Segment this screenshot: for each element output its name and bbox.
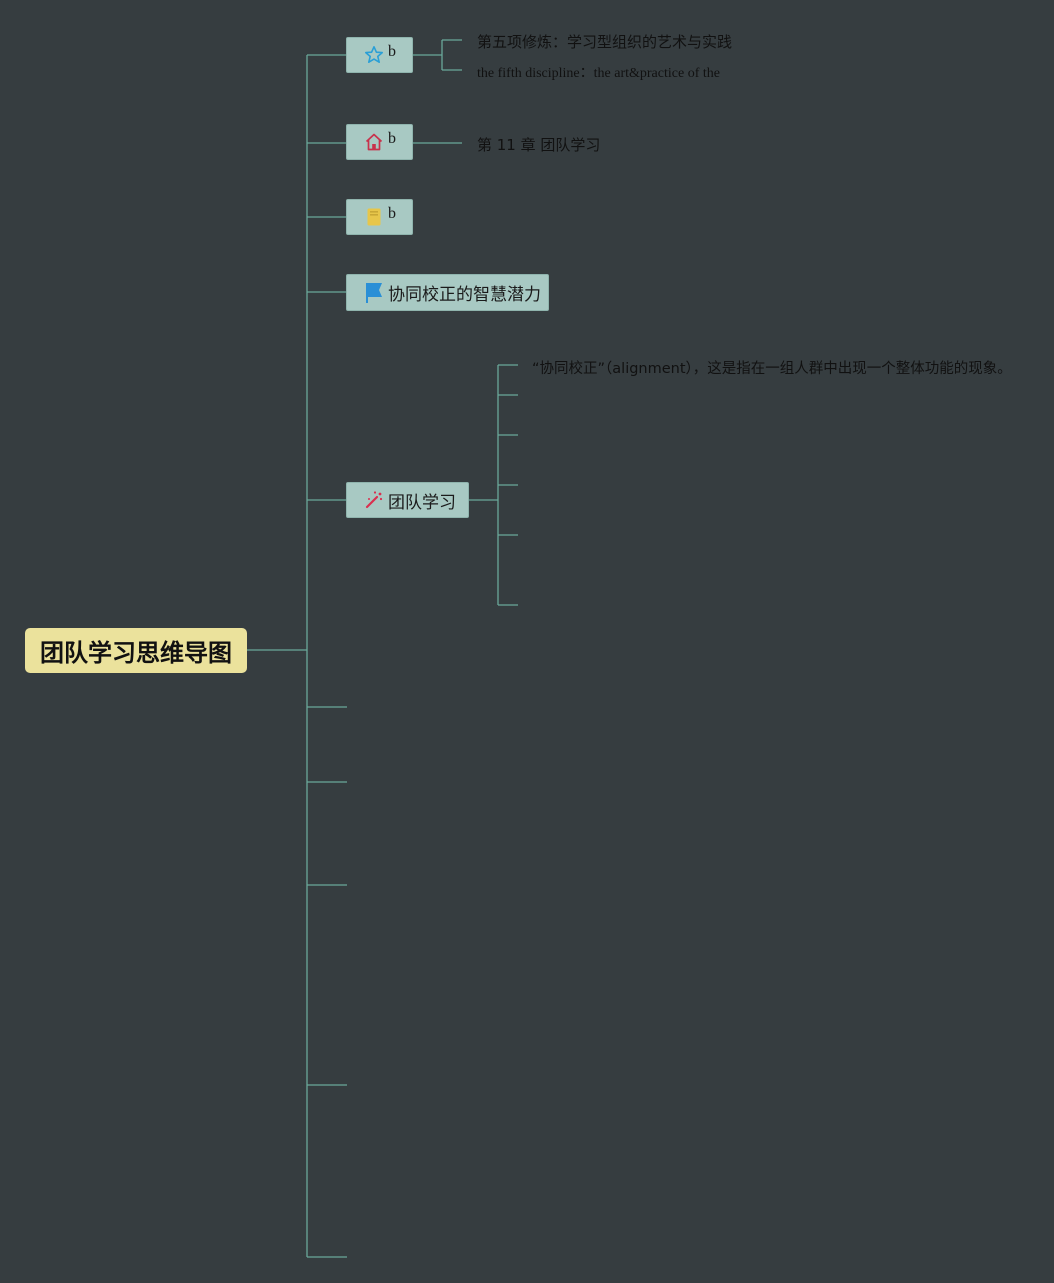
book-icon — [364, 207, 384, 227]
magic-wand-icon — [364, 490, 384, 510]
topic-star[interactable]: b — [346, 37, 413, 73]
flag-icon — [364, 282, 384, 303]
house-icon — [364, 132, 384, 152]
topic-magic-wand[interactable]: 团队学习 — [346, 482, 469, 518]
topic-label: 团队学习 — [388, 492, 456, 513]
topic-label: b — [388, 43, 396, 60]
topic-label: b — [388, 205, 396, 222]
subtopic-text[interactable]: “协同校正”（alignment），这是指在一组人群中出现一个整体功能的现象。 — [532, 361, 1012, 377]
star-icon — [364, 45, 384, 65]
topic-flag[interactable]: 协同校正的智慧潜力 — [346, 274, 549, 311]
subtopic-text[interactable]: 第 11 章 团队学习 — [477, 136, 601, 154]
subtopic-text[interactable]: the fifth discipline：the art&practice of… — [477, 66, 720, 81]
root-topic[interactable]: 团队学习思维导图 — [25, 628, 247, 673]
topic-label: b — [388, 130, 396, 147]
subtopic-text[interactable]: 第五项修炼：学习型组织的艺术与实践 — [477, 33, 733, 51]
topic-book[interactable]: b — [346, 199, 413, 235]
topic-house[interactable]: b — [346, 124, 413, 160]
topic-label: 协同校正的智慧潜力 — [388, 285, 541, 305]
